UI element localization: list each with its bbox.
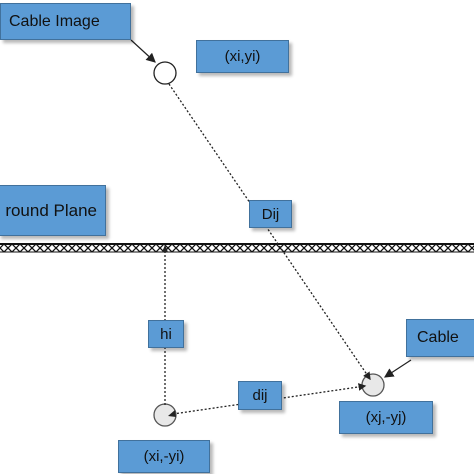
cable-image-conductor [153, 61, 177, 85]
cable-image-pointer [130, 39, 156, 63]
ground-plane [0, 243, 474, 253]
dij-upper-label: Dij [249, 200, 292, 228]
dij-lower-label: dij [238, 381, 282, 410]
hi-upper-arrowhead [162, 245, 168, 252]
ground-plane-label: round Plane [0, 185, 106, 236]
cable-image-label: Cable Image [0, 3, 131, 40]
cable-i-coords-label: (xi,-yi) [118, 440, 210, 473]
dij-upper-line [168, 83, 371, 381]
dij-lower-start-arrowhead [168, 410, 176, 417]
image-coords-label: (xi,yi) [196, 40, 289, 73]
cable-j-coords-label: (xj,-yj) [339, 401, 433, 434]
cable-pointer [383, 359, 412, 378]
cable-j-conductor [361, 373, 385, 397]
hi-label: hi [148, 320, 184, 348]
cable-label: Cable [406, 319, 474, 357]
